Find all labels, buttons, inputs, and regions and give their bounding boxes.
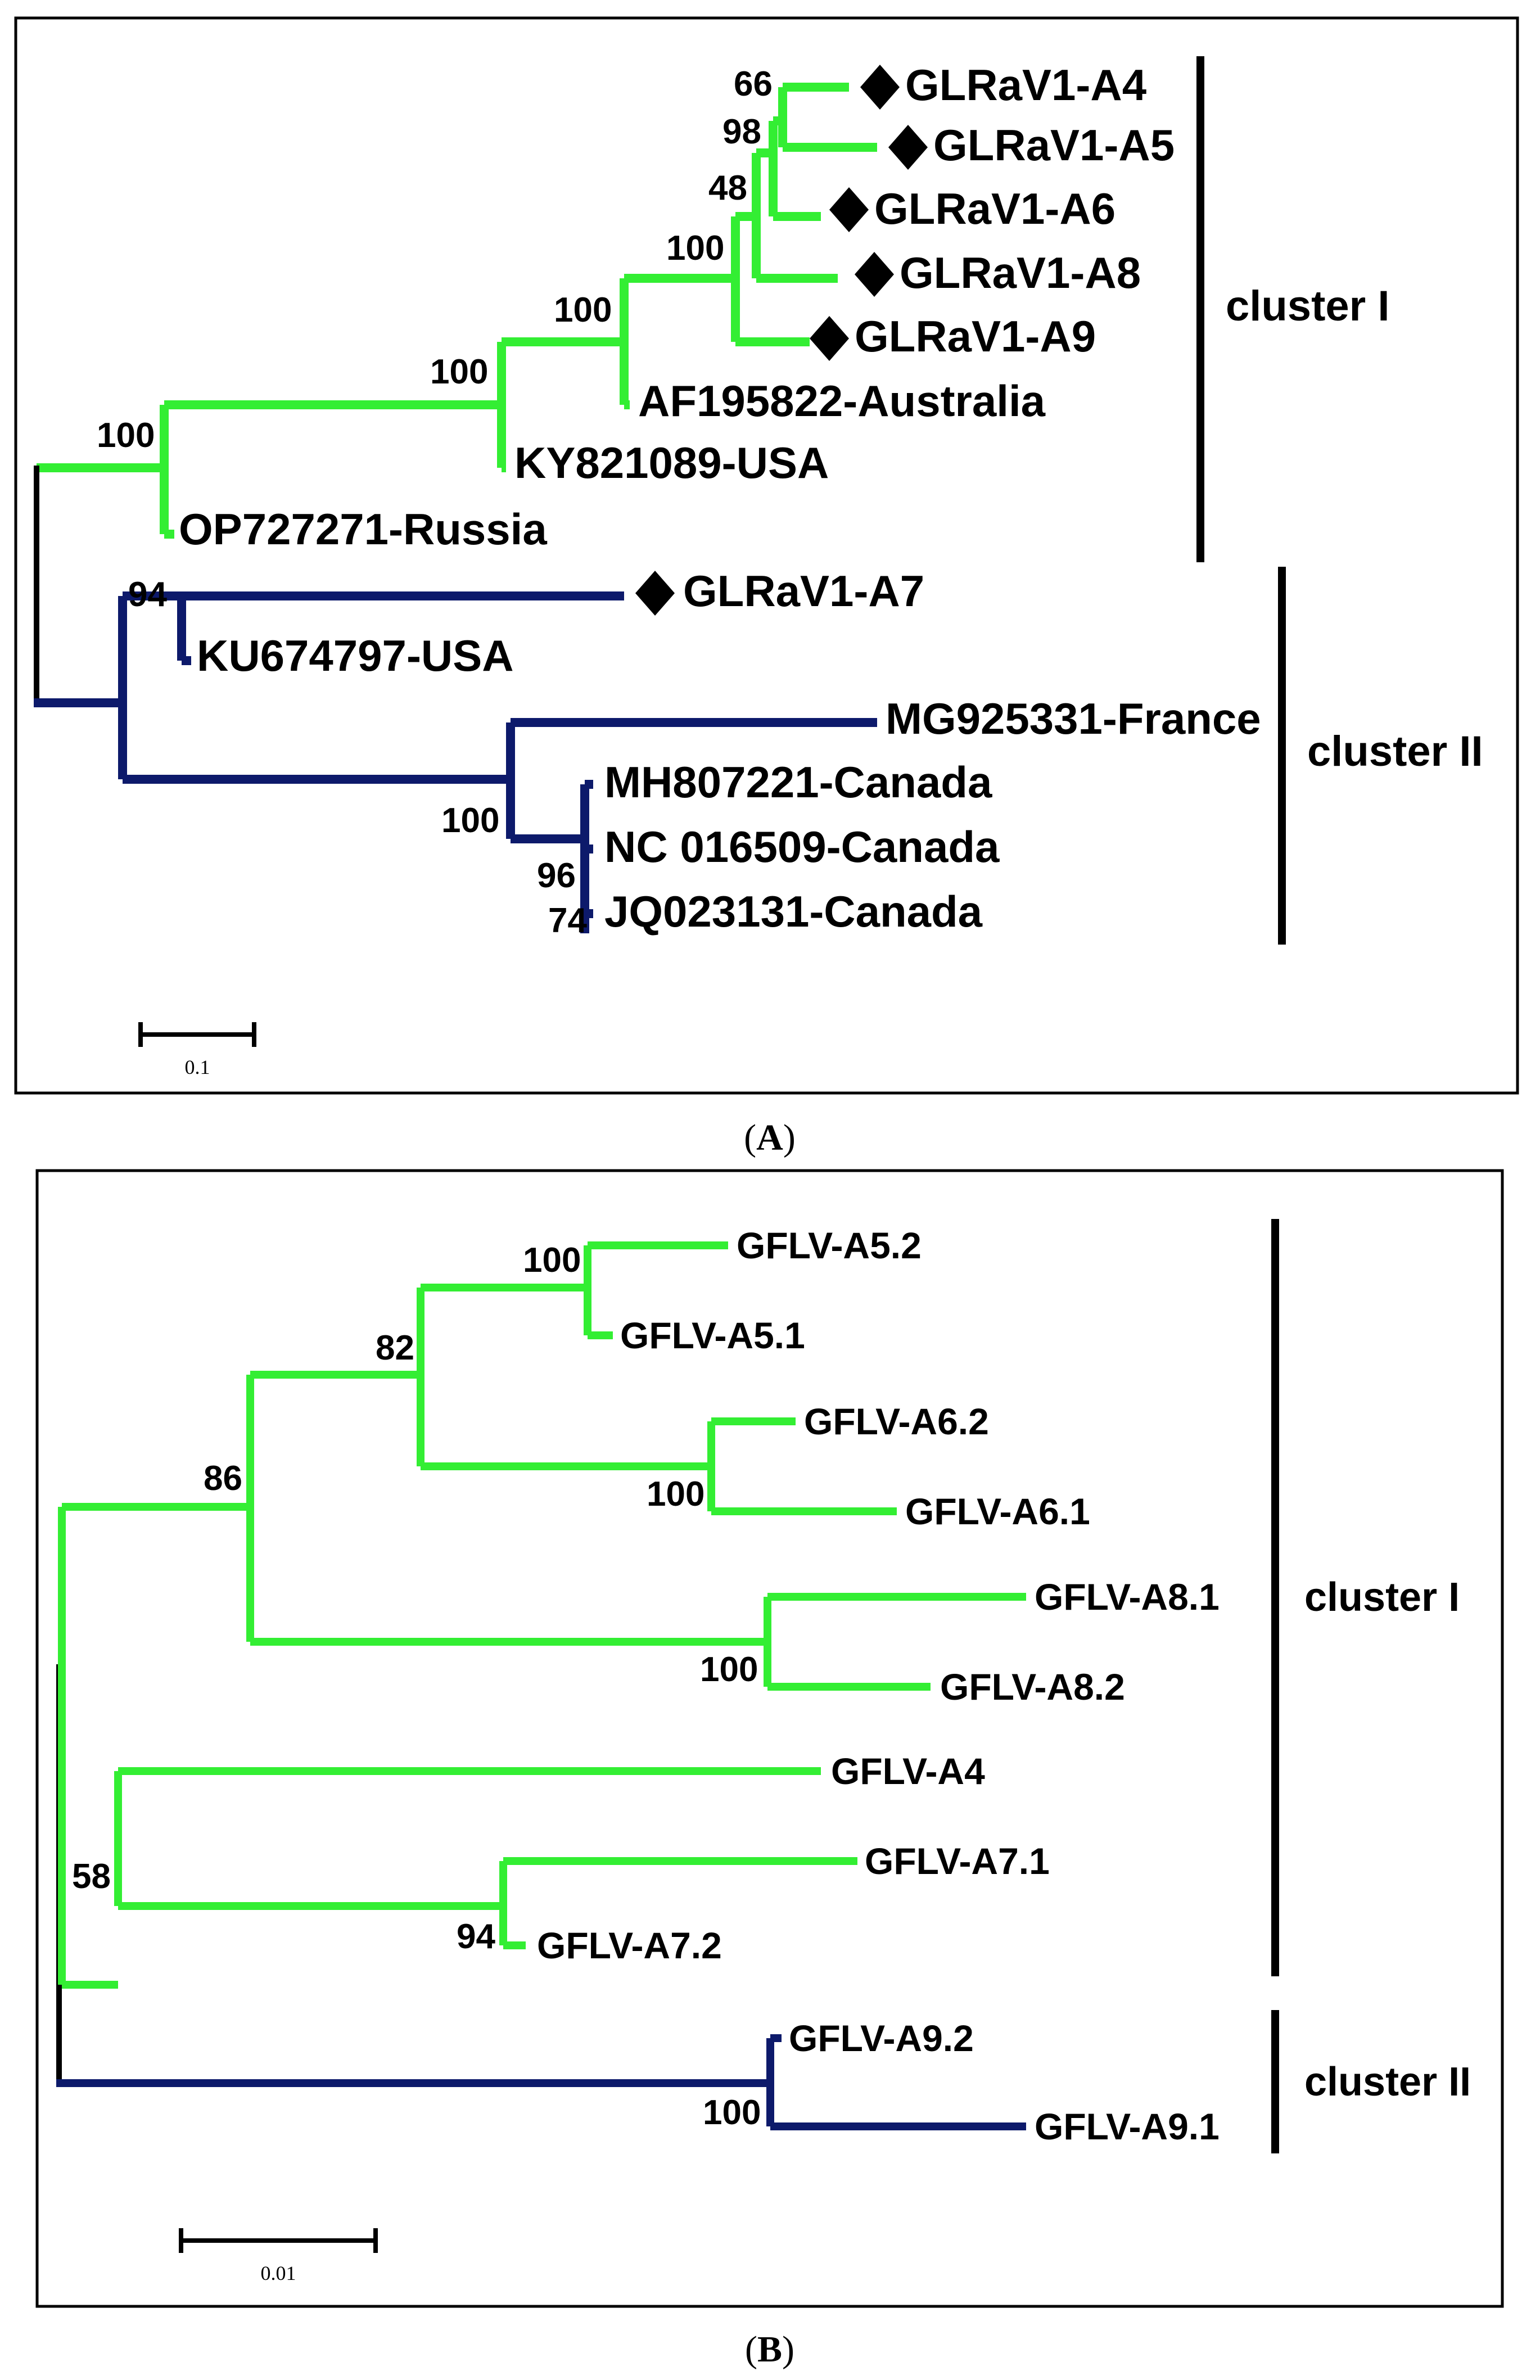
cluster-i-label: cluster I [1226,282,1389,330]
caption-b: (B) [745,2329,794,2370]
leaf-mh807221: MH807221-Canada [604,757,992,807]
panel-a-green-branches [37,83,877,539]
leaf-jq023131: JQ023131-Canada [604,887,983,936]
bootstrap-label: 100 [430,353,488,391]
panel-a-markers [635,65,928,616]
caption-a: (A) [744,1117,796,1158]
cluster-ii-label: cluster II [1307,728,1483,775]
bootstrap-label: 58 [72,1857,111,1896]
bootstrap-label: 98 [722,112,761,151]
cluster-i-label: cluster I [1304,1575,1460,1620]
panel-b-scale-bar [179,2228,378,2253]
diamond-icon [635,571,675,616]
leaf-glrav1-a5: GLRaV1-A5 [933,120,1175,170]
bootstrap-label: 100 [703,2093,761,2132]
bootstrap-label: 48 [708,169,747,207]
panel-b: GFLV-A5.2 GFLV-A5.1 GFLV-A6.2 GFLV-A6.1 … [35,1169,1504,2308]
scale-label: 0.01 [261,2262,296,2284]
bootstrap-label: 96 [537,856,576,895]
leaf-gflv-a9-2: GFLV-A9.2 [789,2017,974,2059]
cluster-ii-label: cluster II [1304,2060,1471,2104]
bootstrap-label: 94 [457,1917,495,1956]
bootstrap-label: 100 [441,801,499,840]
scale-label: 0.1 [185,1056,210,1078]
bootstrap-label: 100 [647,1475,704,1514]
leaf-gflv-a6-1: GFLV-A6.1 [905,1491,1090,1532]
diamond-icon [860,65,900,110]
leaf-gflv-a8-1: GFLV-A8.1 [1035,1576,1220,1618]
panel-b-navy-branches [56,2034,1026,2130]
diamond-icon [810,316,849,361]
leaf-glrav1-a4: GLRaV1-A4 [905,60,1146,110]
leaf-ky821089: KY821089-USA [514,438,829,487]
bootstrap-label: 74 [548,901,587,940]
leaf-mg925331: MG925331-France [886,694,1261,743]
panel-a-navy-branches [34,591,877,933]
leaf-gflv-a8-2: GFLV-A8.2 [940,1666,1125,1708]
leaf-gflv-a4: GFLV-A4 [831,1750,985,1792]
bootstrap-label: 100 [666,229,724,268]
bootstrap-label: 66 [734,65,773,103]
leaf-glrav1-a6: GLRaV1-A6 [874,184,1116,233]
leaf-gflv-a5-1: GFLV-A5.1 [620,1315,805,1356]
leaf-nc016509: NC 016509-Canada [604,822,1000,871]
leaf-gflv-a9-1: GFLV-A9.1 [1035,2106,1220,2147]
leaf-af195822: AF195822-Australia [638,376,1046,426]
bootstrap-label: 100 [523,1241,581,1280]
leaf-glrav1-a7: GLRaV1-A7 [683,566,924,616]
leaf-gflv-a7-2: GFLV-A7.2 [537,1925,722,1966]
panel-a-frame [14,16,1519,1095]
leaf-op727271: OP727271-Russia [179,504,547,554]
leaf-glrav1-a8: GLRaV1-A8 [900,248,1141,297]
panel-b-green-branches [58,1241,1026,1989]
leaf-ku674797: KU674797-USA [197,631,514,680]
diamond-icon [855,252,894,297]
bootstrap-label: 86 [204,1459,242,1498]
bootstrap-label: 100 [554,291,612,329]
leaf-glrav1-a9: GLRaV1-A9 [855,311,1096,361]
leaf-gflv-a5-2: GFLV-A5.2 [737,1225,922,1266]
diamond-icon [829,187,869,232]
bootstrap-label: 82 [376,1329,414,1367]
bootstrap-label: 100 [700,1650,758,1689]
bootstrap-label: 100 [97,416,155,455]
leaf-gflv-a6-2: GFLV-A6.2 [804,1401,989,1442]
panel-a-scale-bar [138,1022,256,1047]
panel-a: GLRaV1-A4 GLRaV1-A5 GLRaV1-A6 GLRaV1-A8 … [14,16,1519,1095]
bootstrap-label: 94 [128,575,167,614]
leaf-gflv-a7-1: GFLV-A7.1 [865,1840,1050,1882]
panel-b-frame [35,1169,1504,2308]
diamond-icon [888,125,928,170]
